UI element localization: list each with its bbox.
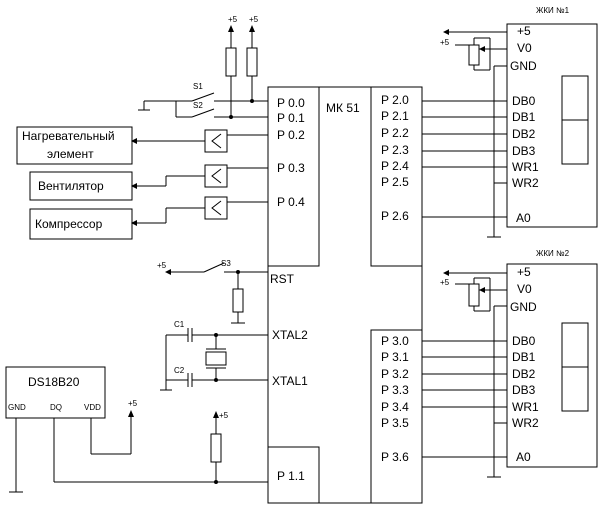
mcu-pin-xtal2: XTAL2 bbox=[272, 328, 308, 342]
switch-s1-label: S1 bbox=[193, 82, 203, 91]
capacitor-c2-label: C2 bbox=[174, 366, 185, 375]
mcu-pin-p25: P 2.5 bbox=[381, 175, 409, 189]
mcu-pin-p21: P 2.1 bbox=[381, 109, 409, 123]
mcu-pin-p31: P 3.1 bbox=[381, 350, 409, 364]
mcu-pin-p23: P 2.3 bbox=[381, 143, 409, 157]
mcu-name: МК 51 bbox=[326, 101, 360, 115]
lcd2-pin-db1: DB1 bbox=[512, 350, 536, 364]
capacitor-c1-label: C1 bbox=[174, 320, 185, 329]
reset-circuit: +5 S3 bbox=[157, 259, 268, 324]
fan-label: Вентилятор bbox=[38, 179, 104, 193]
pullup1-power-label: +5 bbox=[228, 15, 238, 24]
lcd2-pin-wr1: WR1 bbox=[512, 400, 539, 414]
lcd2-pot-power-label: +5 bbox=[440, 278, 450, 287]
mcu-pin-p24: P 2.4 bbox=[381, 159, 409, 173]
mcu-pin-p36: P 3.6 bbox=[381, 450, 409, 464]
lcd1-title: ЖКИ №1 bbox=[536, 6, 570, 15]
lcd1-pin-db3: DB3 bbox=[512, 144, 536, 158]
mcu-chip: МК 51 P 0.0 P 0.1 P 0.2 P 0.3 P 0.4 P 2.… bbox=[267, 86, 423, 504]
lcd2-pin-db3: DB3 bbox=[512, 383, 536, 397]
lcd1-pin-db0: DB0 bbox=[512, 94, 536, 108]
sensor-power-label: +5 bbox=[128, 399, 138, 408]
lcd1-pin-v0: V0 bbox=[517, 41, 532, 55]
mcu-pin-p26: P 2.6 bbox=[381, 209, 409, 223]
mcu-pin-p22: P 2.2 bbox=[381, 126, 409, 140]
lcd2-pin-vcc: +5 bbox=[517, 265, 531, 279]
lcd1-pin-wr2: WR2 bbox=[512, 176, 539, 190]
mcu-pin-p02: P 0.2 bbox=[277, 128, 305, 142]
sensor-name: DS18B20 bbox=[28, 375, 80, 389]
lcd2-wiring: +5 bbox=[422, 270, 507, 478]
mcu-pin-p34: P 3.4 bbox=[381, 400, 409, 414]
mcu-pin-xtal1: XTAL1 bbox=[272, 374, 308, 388]
sensor-pin-dq: DQ bbox=[50, 403, 62, 412]
lcd1-pin-db1: DB1 bbox=[512, 110, 536, 124]
mcu-pin-p33: P 3.3 bbox=[381, 383, 409, 397]
lcd-2: ЖКИ №2 +5 V0 GND DB0 DB1 DB2 DB3 WR1 WR2… bbox=[506, 249, 598, 468]
heater-label-line2: элемент bbox=[47, 147, 94, 161]
crystal-circuit: C1 C2 bbox=[160, 320, 268, 391]
mcu-pin-p01: P 0.1 bbox=[277, 111, 305, 125]
lcd2-pin-db2: DB2 bbox=[512, 367, 536, 381]
lcd1-pot-power-label: +5 bbox=[440, 38, 450, 47]
mcu-pin-rst: RST bbox=[270, 272, 295, 286]
mcu-pin-p00: P 0.0 bbox=[277, 96, 305, 110]
output-loads: Нагревательный элемент Вентилятор Компре… bbox=[16, 126, 268, 240]
mcu-pin-p11: P 1.1 bbox=[277, 469, 305, 483]
lcd2-title: ЖКИ №2 bbox=[536, 249, 570, 258]
lcd2-pin-v0: V0 bbox=[517, 282, 532, 296]
ds18b20-sensor: DS18B20 GND DQ VDD +5 +5 bbox=[5, 366, 268, 493]
lcd2-pin-db0: DB0 bbox=[512, 334, 536, 348]
lcd2-pin-a0: A0 bbox=[516, 450, 531, 464]
lcd1-pin-db2: DB2 bbox=[512, 127, 536, 141]
lcd1-pin-gnd: GND bbox=[510, 59, 537, 73]
mcu-pin-p20: P 2.0 bbox=[381, 93, 409, 107]
input-switches: +5 +5 S1 S2 bbox=[138, 15, 268, 119]
mcu-pin-p03: P 0.3 bbox=[277, 161, 305, 175]
lcd2-pin-wr2: WR2 bbox=[512, 416, 539, 430]
lcd1-wiring: +5 bbox=[422, 29, 507, 238]
switch-s2-label: S2 bbox=[193, 101, 203, 110]
compressor-label: Компрессор bbox=[35, 217, 103, 231]
pullup2-power-label: +5 bbox=[249, 15, 259, 24]
mcu-pin-p30: P 3.0 bbox=[381, 334, 409, 348]
heater-label-line1: Нагревательный bbox=[22, 129, 115, 143]
dq-pullup-power-label: +5 bbox=[219, 411, 229, 420]
lcd1-pin-a0: A0 bbox=[516, 211, 531, 225]
lcd2-pin-gnd: GND bbox=[510, 300, 537, 314]
switch-s3-label: S3 bbox=[221, 259, 231, 268]
lcd1-pin-wr1: WR1 bbox=[512, 160, 539, 174]
mcu-pin-p04: P 0.4 bbox=[277, 195, 305, 209]
mcu-pin-p32: P 3.2 bbox=[381, 367, 409, 381]
lcd-1: ЖКИ №1 +5 V0 GND DB0 DB1 DB2 DB3 WR1 WR2… bbox=[506, 6, 598, 228]
lcd1-pin-vcc: +5 bbox=[517, 24, 531, 38]
mcu-pin-p35: P 3.5 bbox=[381, 416, 409, 430]
reset-power-label: +5 bbox=[157, 261, 167, 270]
sensor-pin-gnd: GND bbox=[8, 403, 26, 412]
sensor-pin-vdd: VDD bbox=[84, 403, 101, 412]
